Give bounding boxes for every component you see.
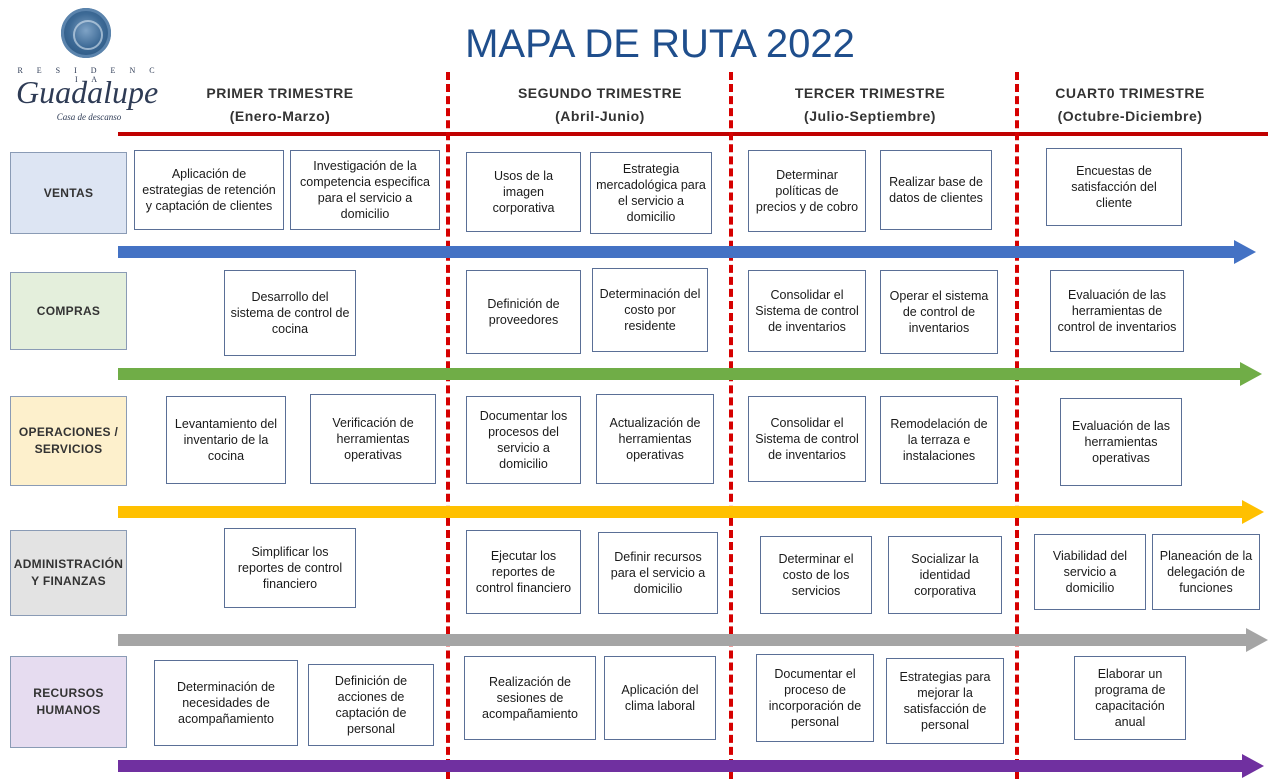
- row-label-recursos-humanos: RECURSOS HUMANOS: [10, 656, 127, 748]
- task-box: Encuestas de satisfacción del cliente: [1046, 148, 1182, 226]
- task-box: Simplificar los reportes de control fina…: [224, 528, 356, 608]
- quarter-header-4: CUART0 TRIMESTRE (Octubre-Diciembre): [1000, 82, 1260, 128]
- task-box: Determinación de necesidades de acompaña…: [154, 660, 298, 746]
- timeline-arrow-administracion: [118, 628, 1268, 652]
- arrow-shaft: [118, 246, 1236, 258]
- arrow-head-icon: [1234, 240, 1256, 264]
- task-box: Desarrollo del sistema de control de coc…: [224, 270, 356, 356]
- task-box: Evaluación de las herramientas de contro…: [1050, 270, 1184, 352]
- logo-subtitle: Casa de descanso: [56, 112, 122, 122]
- task-box: Realizar base de datos de clientes: [880, 150, 992, 230]
- quarter-name: TERCER TRIMESTRE: [794, 85, 946, 101]
- task-box: Investigación de la competencia especifi…: [290, 150, 440, 230]
- arrow-head-icon: [1246, 628, 1268, 652]
- timeline-arrow-operaciones: [118, 500, 1264, 524]
- task-box: Evaluación de las herramientas operativa…: [1060, 398, 1182, 486]
- row-label-operaciones-servicios: OPERACIONES / SERVICIOS: [10, 396, 127, 486]
- task-box: Verificación de herramientas operativas: [310, 394, 436, 484]
- arrow-shaft: [118, 506, 1244, 518]
- arrow-head-icon: [1242, 754, 1264, 778]
- task-box: Determinar políticas de precios y de cob…: [748, 150, 866, 232]
- quarter-months: (Julio-Septiembre): [804, 108, 936, 124]
- logo-top-text: R E S I D E N C I A: [17, 66, 161, 84]
- page-title: MAPA DE RUTA 2022: [465, 22, 855, 66]
- timeline-arrow-compras: [118, 362, 1262, 386]
- arrow-shaft: [118, 634, 1248, 646]
- task-box: Actualización de herramientas operativas: [596, 394, 714, 484]
- task-box: Consolidar el Sistema de control de inve…: [748, 270, 866, 352]
- quarter-months: (Abril-Junio): [555, 108, 645, 124]
- quarter-divider-1: [446, 72, 450, 779]
- quarter-months: (Octubre-Diciembre): [1057, 108, 1203, 124]
- timeline-arrow-recursos-humanos: [118, 754, 1264, 778]
- task-box: Consolidar el Sistema de control de inve…: [748, 396, 866, 482]
- quarter-header-1: PRIMER TRIMESTRE (Enero-Marzo): [150, 82, 410, 128]
- task-box: Definir recursos para el servicio a domi…: [598, 532, 718, 614]
- task-box: Aplicación de estrategias de retención y…: [134, 150, 284, 230]
- row-label-compras: COMPRAS: [10, 272, 127, 350]
- task-box: Planeación de la delegación de funciones: [1152, 534, 1260, 610]
- task-box: Definición de proveedores: [466, 270, 581, 354]
- seal-icon: [61, 8, 111, 58]
- task-box: Estrategias para mejorar la satisfacción…: [886, 658, 1004, 744]
- task-box: Levantamiento del inventario de la cocin…: [166, 396, 286, 484]
- quarter-header-3: TERCER TRIMESTRE (Julio-Septiembre): [740, 82, 1000, 128]
- task-box: Realización de sesiones de acompañamient…: [464, 656, 596, 740]
- timeline-arrow-ventas: [118, 240, 1256, 264]
- quarter-header-2: SEGUNDO TRIMESTRE (Abril-Junio): [470, 82, 730, 128]
- quarter-name: PRIMER TRIMESTRE: [206, 85, 354, 101]
- arrow-shaft: [118, 368, 1242, 380]
- arrow-head-icon: [1240, 362, 1262, 386]
- timeline-header-line: [118, 132, 1268, 136]
- task-box: Determinación del costo por residente: [592, 268, 708, 352]
- row-label-administracion-finanzas: ADMINISTRACIÓN Y FINANZAS: [10, 530, 127, 616]
- task-box: Definición de acciones de captación de p…: [308, 664, 434, 746]
- task-box: Documentar los procesos del servicio a d…: [466, 396, 581, 484]
- arrow-head-icon: [1242, 500, 1264, 524]
- task-box: Viabilidad del servicio a domicilio: [1034, 534, 1146, 610]
- logo-name: Guadalupe: [16, 74, 159, 110]
- quarter-name: SEGUNDO TRIMESTRE: [517, 85, 683, 101]
- task-box: Estrategia mercadológica para el servici…: [590, 152, 712, 234]
- quarter-divider-3: [1015, 72, 1019, 779]
- task-box: Socializar la identidad corporativa: [888, 536, 1002, 614]
- task-box: Elaborar un programa de capacitación anu…: [1074, 656, 1186, 740]
- task-box: Determinar el costo de los servicios: [760, 536, 872, 614]
- task-box: Operar el sistema de control de inventar…: [880, 270, 998, 354]
- arrow-shaft: [118, 760, 1244, 772]
- quarter-months: (Enero-Marzo): [229, 108, 331, 124]
- row-label-ventas: VENTAS: [10, 152, 127, 234]
- task-box: Aplicación del clima laboral: [604, 656, 716, 740]
- task-box: Usos de la imagen corporativa: [466, 152, 581, 232]
- quarter-name: CUART0 TRIMESTRE: [1055, 85, 1205, 101]
- residencia-guadalupe-logo: R E S I D E N C I A Guadalupe Casa de de…: [14, 6, 164, 136]
- task-box: Documentar el proceso de incorporación d…: [756, 654, 874, 742]
- task-box: Ejecutar los reportes de control financi…: [466, 530, 581, 614]
- quarter-divider-2: [729, 72, 733, 779]
- task-box: Remodelación de la terraza e instalacion…: [880, 396, 998, 484]
